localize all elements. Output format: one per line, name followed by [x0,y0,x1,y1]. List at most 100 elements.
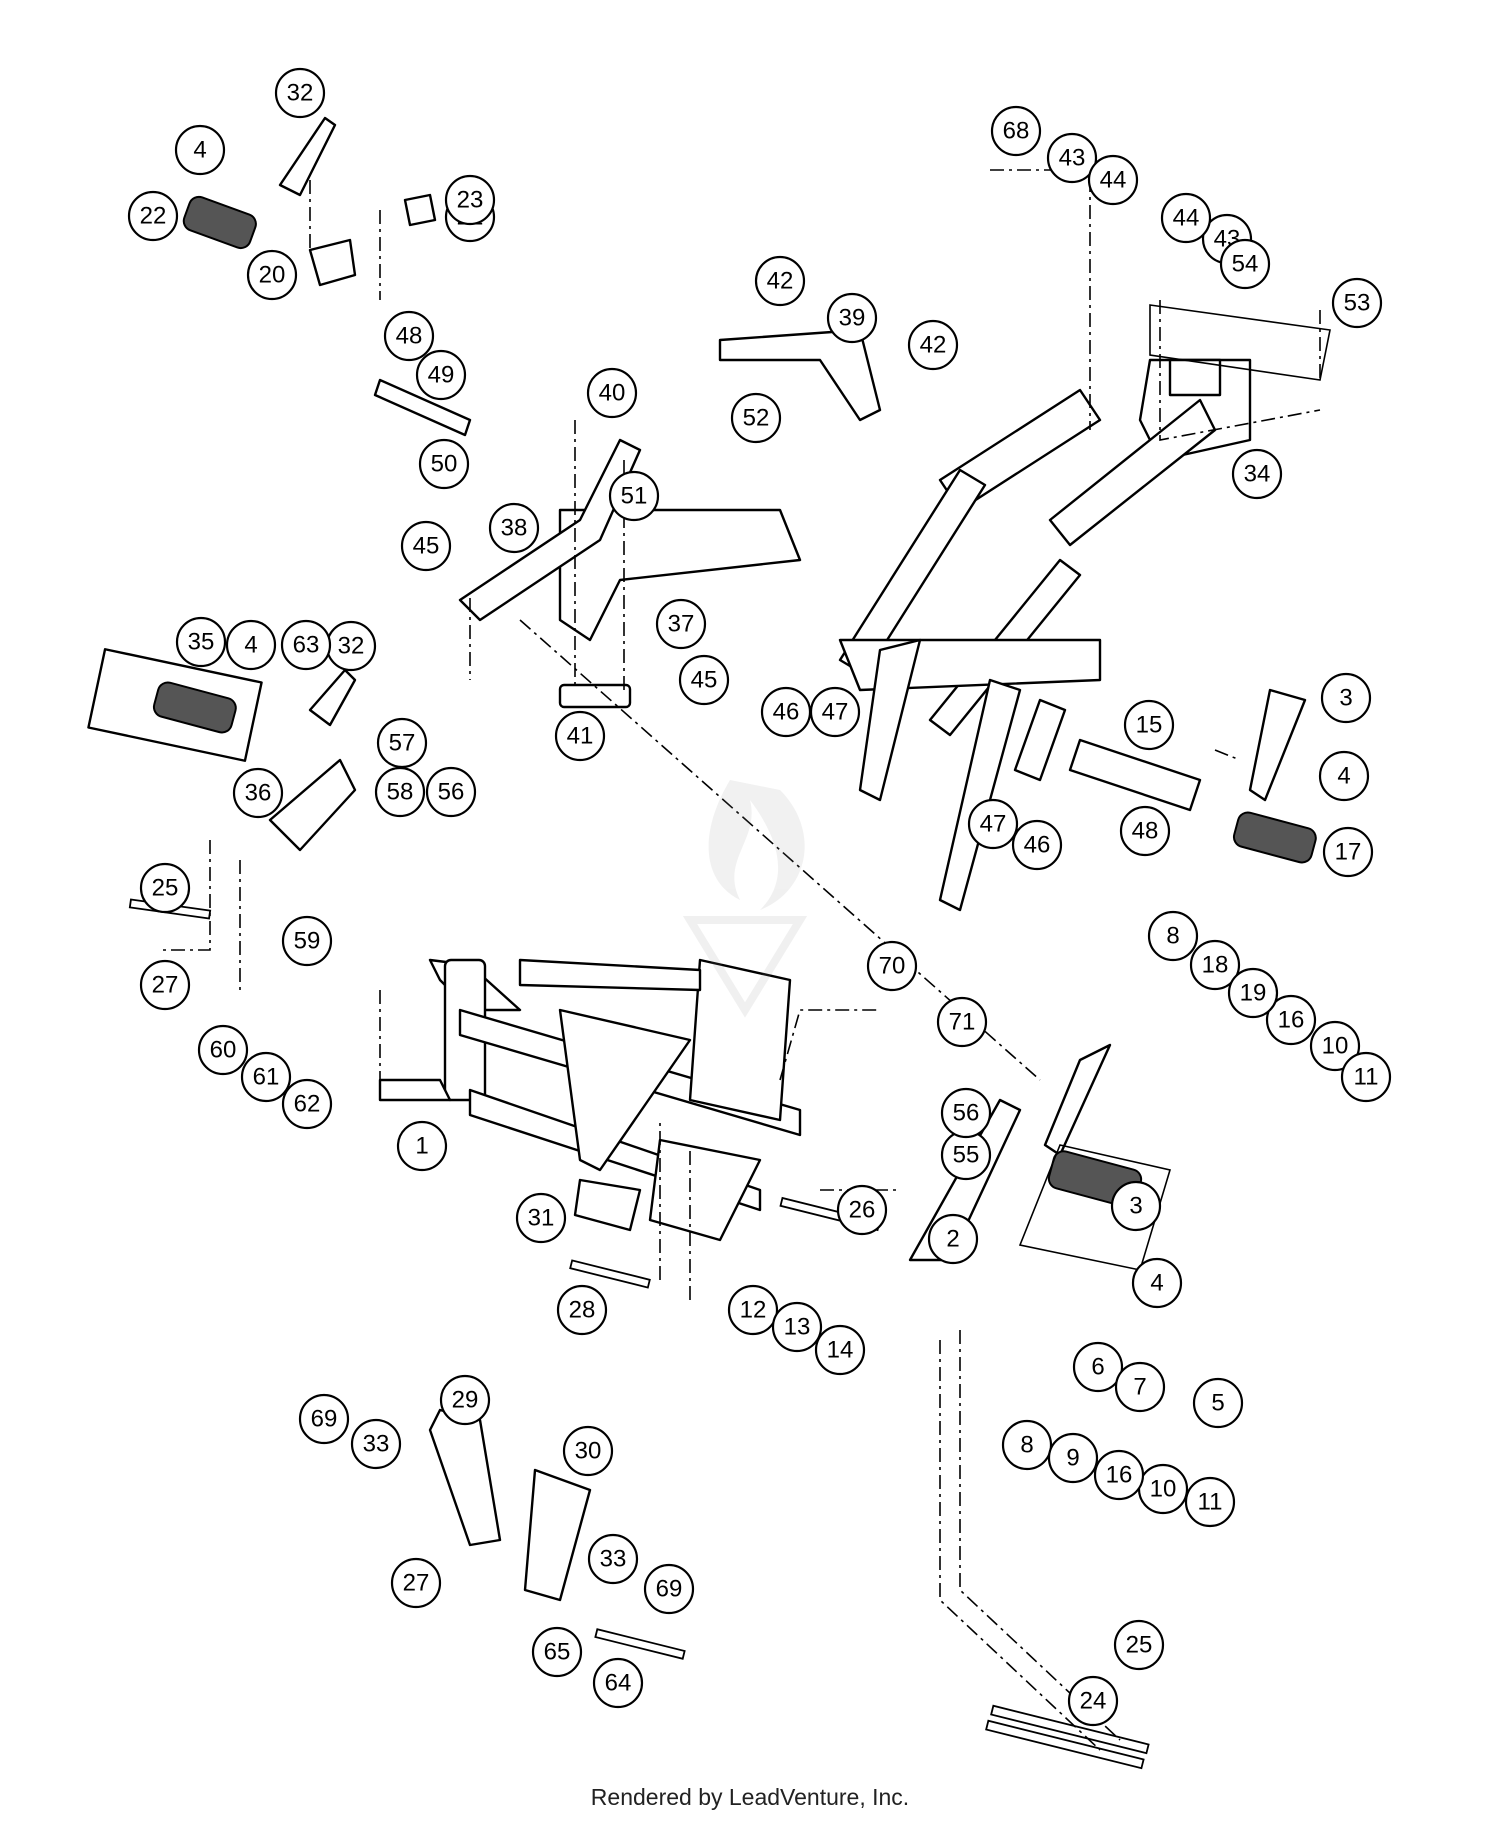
callout-circle [554,710,606,762]
callout-number: 53 [1344,290,1371,317]
callout-46: 46 [760,686,812,738]
callout-circle [1160,192,1212,244]
callout-number: 18 [1202,952,1229,979]
callout-48: 48 [383,310,435,362]
callout-30: 30 [562,1425,614,1477]
callout-number: 30 [575,1438,602,1465]
callout-3: 3 [1110,1180,1162,1232]
callout-number: 11 [1354,1064,1379,1091]
callout-56: 56 [425,766,477,818]
callout-number: 34 [1244,461,1271,488]
callout-64: 64 [592,1657,644,1709]
callout-number: 65 [544,1639,571,1666]
callout-number: 57 [389,730,416,757]
callout-number: 52 [743,405,770,432]
callout-number: 22 [140,203,167,230]
callout-number: 54 [1232,251,1259,278]
callout-circle [350,1418,402,1470]
callout-number: 40 [599,380,626,407]
callout-number: 26 [849,1197,876,1224]
callout-45: 45 [678,654,730,706]
callout-number: 46 [1024,832,1051,859]
callout-number: 13 [784,1314,811,1341]
callout-number: 37 [668,611,695,638]
callout-4: 4 [174,124,226,176]
callout-circle [1189,939,1241,991]
callout-number: 61 [253,1064,280,1091]
callout-circle [1093,1449,1145,1501]
callout-circle [298,1393,350,1445]
callout-number: 28 [569,1297,596,1324]
callout-circle [1072,1341,1124,1393]
callout-58: 58 [374,766,426,818]
callout-number: 25 [152,875,179,902]
callout-circle [1067,1675,1119,1727]
callout-16: 16 [1093,1449,1145,1501]
callout-number: 68 [1003,118,1030,145]
callout-32: 32 [274,67,326,119]
callout-number: 42 [767,268,794,295]
callout-10: 10 [1309,1020,1361,1072]
callout-11: 11 [1340,1051,1392,1103]
callout-71: 71 [936,996,988,1048]
callout-number: 4 [1337,763,1350,790]
callout-41: 41 [554,710,606,762]
callout-61: 61 [240,1051,292,1103]
callout-circle [515,1192,567,1244]
callout-circle [232,767,284,819]
callout-11: 11 [1184,1476,1236,1528]
callout-28: 28 [556,1284,608,1336]
callout-number: 42 [920,332,947,359]
callout-number: 3 [1129,1193,1142,1220]
callout-number: 1 [415,1133,428,1160]
callout-13: 13 [771,1301,823,1353]
callout-number: 36 [245,780,272,807]
callout-circle [396,1120,448,1172]
callout-number: 55 [953,1142,980,1169]
callout-44: 44 [1160,192,1212,244]
callout-33: 33 [350,1418,402,1470]
callout-circle [990,105,1042,157]
callout-circle [587,1533,639,1585]
callout-15: 15 [1123,699,1175,751]
callout-number: 49 [428,362,455,389]
callout-circle [1011,819,1063,871]
callout-number: 7 [1133,1374,1146,1401]
callout-number: 19 [1240,980,1267,1007]
callout-circle [240,1051,292,1103]
callout-circle [1131,1257,1183,1309]
callout-circle [174,124,226,176]
callout-circle [415,349,467,401]
callout-number: 23 [457,187,484,214]
callout-number: 9 [1066,1445,1079,1472]
callout-circle [562,1425,614,1477]
callout-43: 43 [1046,132,1098,184]
callout-number: 8 [1020,1432,1033,1459]
callout-62: 62 [281,1078,333,1130]
callout-48: 48 [1119,805,1171,857]
callout-number: 4 [193,137,206,164]
callout-number: 3 [1339,685,1352,712]
callout-8: 8 [1147,910,1199,962]
callout-42: 42 [754,255,806,307]
callout-number: 4 [1150,1270,1163,1297]
callout-5: 5 [1192,1377,1244,1429]
callout-number: 51 [621,483,648,510]
callout-60: 60 [197,1024,249,1076]
callout-circle [1147,910,1199,962]
callout-51: 51 [608,470,660,522]
callout-circle [1231,448,1283,500]
callout-25: 25 [1113,1619,1165,1671]
callout-number: 70 [879,953,906,980]
callout-number: 47 [822,699,849,726]
callout-4: 4 [1318,750,1370,802]
callout-number: 12 [740,1297,767,1324]
callout-number: 33 [363,1431,390,1458]
callout-circle [754,255,806,307]
rear-footpeg-bracket-left [182,116,472,437]
callout-circle [1110,1180,1162,1232]
callout-68: 68 [990,105,1042,157]
callout-circle [836,1184,888,1236]
callout-number: 43 [1059,145,1086,172]
callout-circle [809,686,861,738]
